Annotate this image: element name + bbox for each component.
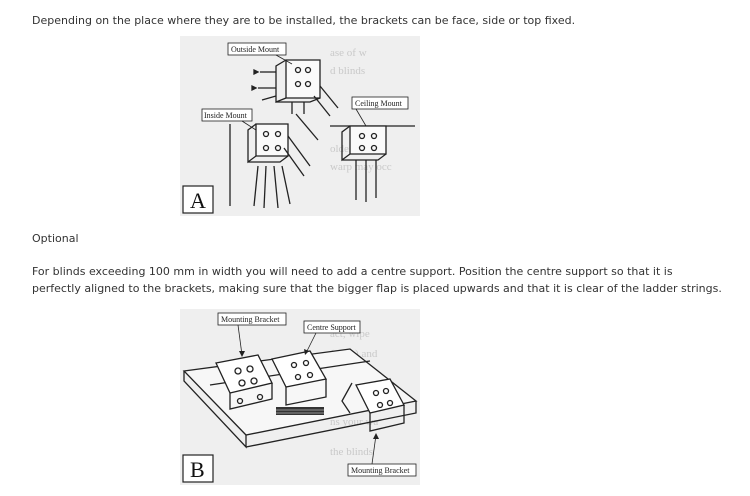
left-mounting-bracket (215, 354, 273, 410)
ceiling-mount-label: Ceiling Mount (355, 99, 403, 108)
centre-support-paragraph: For blinds exceeding 100 mm in width you… (32, 265, 722, 295)
centre-support-bracket (271, 350, 328, 415)
mounting-bracket-bottom-label: Mounting Bracket (351, 466, 410, 475)
svg-text:the blinds: the blinds (330, 446, 373, 458)
figure-b-centre-support: act, wipe (open) and le. Align Ensure ns… (180, 309, 420, 485)
figure-a-letter: A (190, 188, 206, 213)
outside-mount-bracket (251, 59, 339, 117)
outside-mount-label: Outside Mount (231, 45, 280, 54)
ladder-strings (276, 407, 324, 415)
inside-mount-bracket (229, 113, 319, 209)
figure-a-drawing: ase of w d blinds olders be fi warp may … (182, 42, 415, 214)
right-mounting-bracket (341, 378, 405, 432)
svg-text:warp may occ: warp may occ (330, 161, 392, 173)
svg-text:d blinds: d blinds (330, 65, 365, 77)
intro-paragraph: Depending on the place where they are to… (32, 14, 576, 27)
ceiling-mount-bracket (330, 125, 415, 202)
figure-b-letter: B (190, 457, 205, 482)
mounting-bracket-top-label: Mounting Bracket (221, 315, 280, 324)
svg-text:ns your wa: ns your wa (330, 416, 378, 428)
inside-mount-label: Inside Mount (204, 111, 248, 120)
figure-a-bracket-mounting: ase of w d blinds olders be fi warp may … (180, 36, 420, 216)
figure-b-drawing: act, wipe (open) and le. Align Ensure ns… (182, 312, 418, 483)
svg-text:ase of w: ase of w (330, 47, 367, 59)
centre-support-label: Centre Support (307, 323, 356, 332)
optional-heading: Optional (32, 232, 79, 245)
